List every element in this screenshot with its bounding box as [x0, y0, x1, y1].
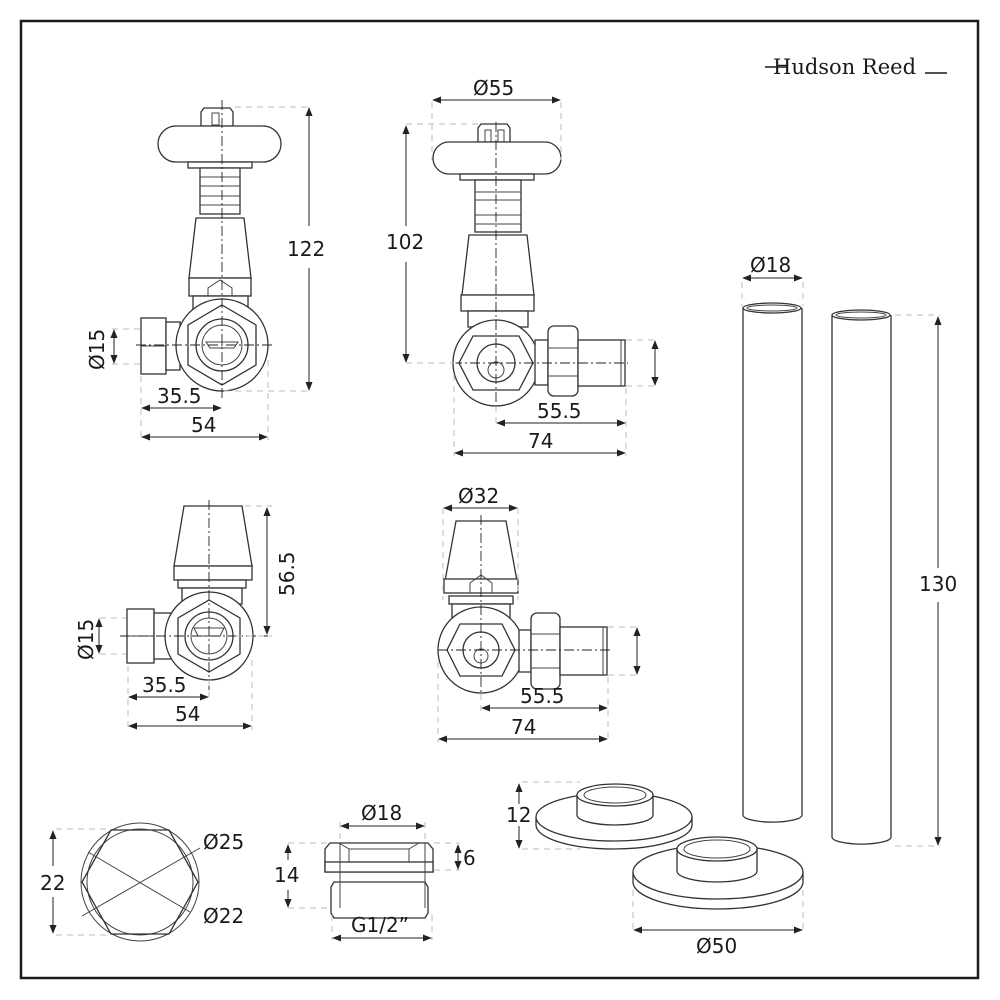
hex-nut-top-view [80, 822, 201, 942]
cap-slot [211, 112, 220, 126]
wall-collars-dimensions: 12 Ø50 [506, 781, 804, 958]
pipe-sleeve-right [831, 315, 892, 845]
tall-angled-valve [432, 122, 628, 412]
wheel-head [432, 141, 562, 175]
valve-cap [200, 107, 234, 127]
diagonal-line [81, 847, 201, 917]
bonnet-notch [207, 279, 233, 296]
offset-label: 55.5 [537, 399, 582, 423]
inner-circle [86, 828, 194, 936]
tall-corner-valve [136, 100, 282, 398]
lockshield-cap [173, 505, 253, 567]
head-diameter-label: Ø55 [473, 76, 514, 100]
pipe-diameter-label: Ø18 [750, 253, 791, 277]
pipe-left-bore [746, 304, 798, 312]
brand-name: Hudson Reed [773, 55, 916, 79]
drawing-frame [19, 19, 980, 980]
collar-bore [683, 839, 751, 859]
height-label: 56.5 [275, 551, 299, 596]
width-label: 74 [511, 715, 536, 739]
across-flats-label: 22 [40, 871, 65, 895]
head-base [187, 161, 253, 169]
short-angled-valve-dimensions: Ø32 55.5 74 [437, 484, 641, 743]
hex-nut-dimensions: 22 Ø25 Ø22 [40, 828, 244, 936]
valve-cap [477, 123, 511, 143]
tall-corner-valve-dimensions: 122 Ø15 35.5 54 [85, 106, 325, 441]
diameter-label: Ø50 [696, 934, 737, 958]
hex-outline [81, 829, 199, 935]
short-corner-valve [120, 500, 268, 690]
port-vane [205, 341, 239, 349]
adapter-fitting-dimensions: Ø18 14 6 G1/2” [274, 801, 476, 942]
height-label: 102 [386, 230, 424, 254]
cap-collar [173, 565, 253, 581]
outer-circle [80, 822, 200, 942]
thread-label: G1/2” [351, 913, 409, 937]
length-label: 130 [919, 572, 957, 596]
bonnet [188, 217, 252, 279]
union-collar [534, 339, 549, 386]
outer-diameter-label: Ø25 [203, 830, 244, 854]
brand-logo: Hudson Reed [765, 55, 947, 79]
pipe-diameter-label: Ø15 [85, 329, 109, 370]
hex-height-label: 6 [463, 846, 476, 870]
width-label: 54 [175, 702, 200, 726]
wall-collar-back [535, 783, 693, 850]
adapter-thread [330, 881, 429, 919]
offset-label: 35.5 [157, 384, 202, 408]
bonnet [461, 234, 535, 296]
diagonal-line [87, 851, 191, 913]
offset-label: 35.5 [142, 673, 187, 697]
bonnet-collar [188, 277, 252, 297]
inner-diameter-label: Ø22 [203, 904, 244, 928]
short-angled-valve [437, 515, 612, 700]
pipe-sleeves [742, 302, 892, 845]
cap-base [177, 579, 247, 589]
union-collar [518, 629, 532, 673]
head-base [459, 173, 535, 181]
height-label: 12 [506, 803, 531, 827]
pipe-sleeves-dimensions: Ø18 130 [741, 253, 957, 847]
adapter-fitting [324, 842, 434, 919]
offset-label: 55.5 [520, 684, 565, 708]
collar-boss-top [576, 783, 654, 807]
tail-thread [559, 626, 608, 676]
short-corner-valve-dimensions: 56.5 Ø15 35.5 54 [74, 505, 299, 730]
height-label: 122 [287, 237, 325, 261]
adapter-flange [324, 861, 434, 873]
total-height-label: 14 [274, 863, 299, 887]
head-diameter-label: Ø32 [458, 484, 499, 508]
wall-collar-front [632, 836, 804, 910]
collar-bore [583, 786, 647, 804]
spindle [474, 179, 522, 233]
wall-collars [535, 783, 804, 910]
width-label: 54 [191, 413, 216, 437]
union-nut [530, 612, 561, 690]
collar-boss-top [676, 836, 758, 862]
pipe-right-bore [835, 311, 887, 319]
width-label: 74 [528, 429, 553, 453]
union-nut [547, 325, 579, 397]
diameter-label: Ø18 [361, 801, 402, 825]
pipe-diameter-label: Ø15 [74, 619, 98, 660]
spindle [199, 167, 241, 215]
bonnet-collar [460, 294, 535, 312]
pipe-sleeve-left [742, 308, 803, 823]
wheel-head [157, 125, 282, 163]
tall-angled-valve-dimensions: Ø55 102 55.5 74 [386, 76, 659, 457]
